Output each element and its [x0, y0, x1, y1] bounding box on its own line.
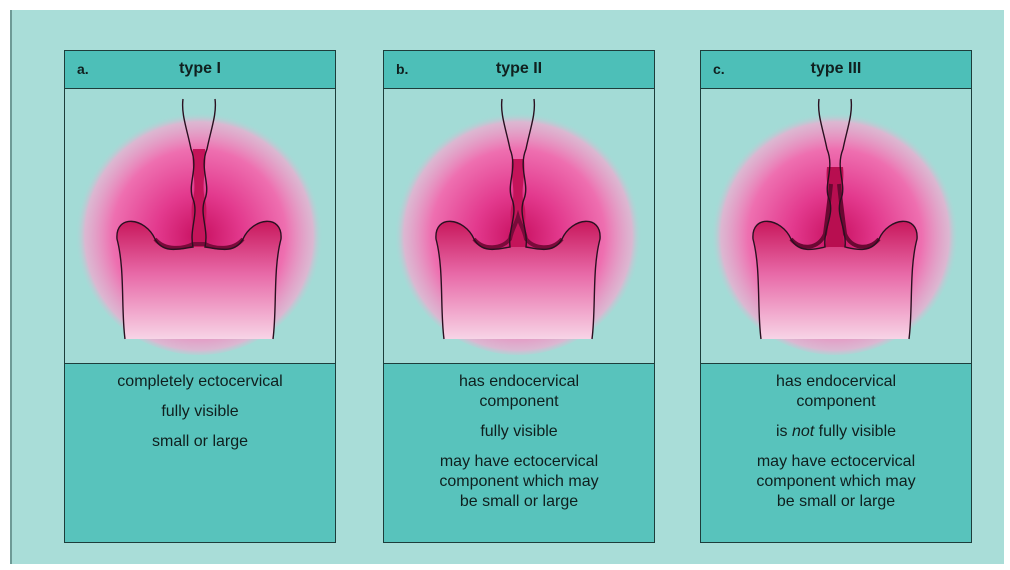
- description-line: has endocervical component: [394, 372, 644, 412]
- cervix-illustration-type-2: [384, 89, 653, 363]
- cervix-illustration-type-1: [65, 89, 334, 363]
- description-line: completely ectocervical: [75, 372, 325, 392]
- panel-description: has endocervical component is not fully …: [701, 363, 971, 542]
- description-line: is not fully visible: [711, 422, 961, 442]
- panel-header: a. type I: [65, 51, 335, 89]
- description-text: fully visible: [814, 423, 896, 440]
- panel-description: completely ectocervical fully visible sm…: [65, 363, 335, 542]
- description-line: fully visible: [394, 422, 644, 442]
- panel-type-3: c. type III: [700, 50, 972, 543]
- panel-description: has endocervical component fully visible…: [384, 363, 654, 542]
- figure-frame: a. type I: [10, 10, 1004, 564]
- panel-type-2: b. type II: [383, 50, 655, 543]
- description-line: has endocervical component: [711, 372, 961, 412]
- cervix-illustration-type-3: [701, 89, 970, 363]
- description-line: may have ectocervical component which ma…: [394, 452, 644, 512]
- emphasis-not: not: [792, 423, 814, 440]
- panel-title: type II: [384, 60, 654, 78]
- panel-type-1: a. type I: [64, 50, 336, 543]
- panel-header: c. type III: [701, 51, 971, 89]
- cervix-drawing: [65, 89, 334, 363]
- panel-title: type III: [701, 60, 971, 78]
- cervix-drawing: [701, 89, 970, 363]
- description-line: fully visible: [75, 402, 325, 422]
- cervix-drawing: [384, 89, 653, 363]
- panel-header: b. type II: [384, 51, 654, 89]
- description-line: may have ectocervical component which ma…: [711, 452, 961, 512]
- description-text: is: [776, 423, 792, 440]
- description-line: small or large: [75, 432, 325, 452]
- panel-title: type I: [65, 60, 335, 78]
